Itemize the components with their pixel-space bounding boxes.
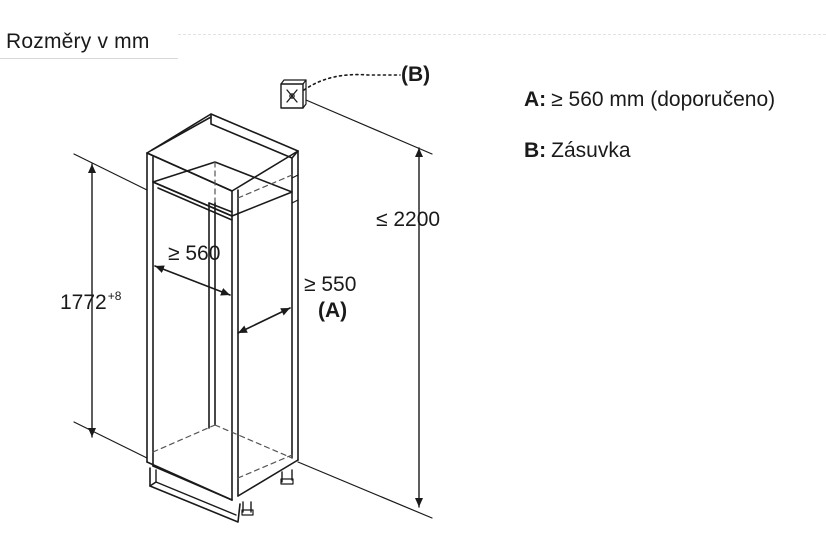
page-title: Rozměry v mm	[6, 30, 150, 53]
dimension-width	[154, 265, 231, 296]
cabinet-niche	[146, 113, 299, 523]
total-height-label: ≤ 2200	[376, 208, 441, 231]
legend-item-a: A:≥ 560 mm (doporučeno)	[524, 88, 775, 112]
dimension-depth	[237, 307, 291, 334]
height-tolerance: +8	[107, 289, 122, 303]
power-socket-icon	[280, 79, 307, 109]
height-label: 1772+8	[60, 289, 121, 315]
depth-label: ≥ 550	[304, 273, 357, 296]
dimension-total-height	[297, 99, 433, 519]
legend-key-a: A:	[524, 88, 547, 111]
socket-leader-dotted	[303, 73, 401, 91]
title-underline	[0, 58, 178, 59]
legend-text-b: Zásuvka	[551, 139, 631, 162]
depth-reference-label: (A)	[318, 299, 348, 322]
legend-text-a: ≥ 560 mm (doporučeno)	[551, 88, 776, 111]
height-value: 1772	[60, 291, 107, 314]
legend-key-b: B:	[524, 139, 547, 162]
legend-item-b: B:Zásuvka	[524, 139, 631, 163]
socket-label: (B)	[401, 63, 431, 86]
dimension-height	[73, 153, 148, 459]
width-label: ≥ 560	[168, 242, 221, 265]
header-divider	[178, 34, 826, 35]
